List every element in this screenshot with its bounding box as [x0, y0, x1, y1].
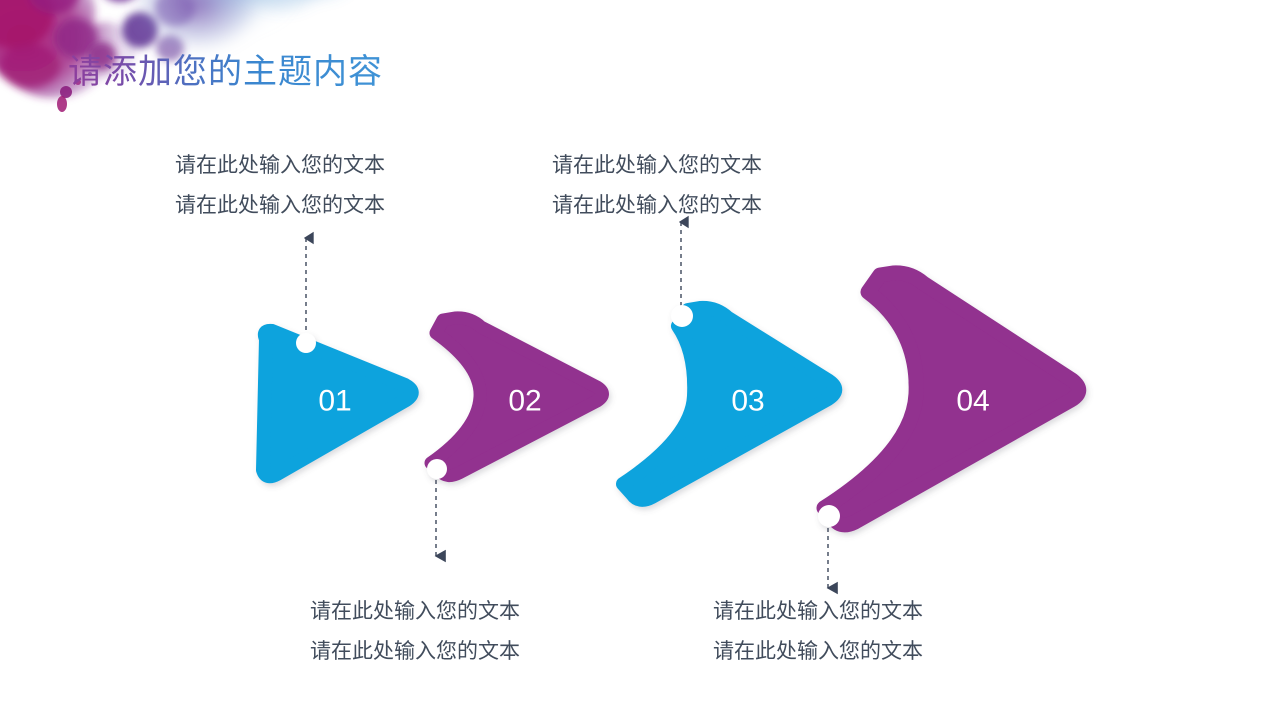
step-number-04: 04 — [956, 385, 989, 418]
step-marker-04 — [818, 505, 840, 527]
step-marker-02 — [427, 459, 447, 479]
step-text-02: 请在此处输入您的文本 请在此处输入您的文本 — [552, 146, 762, 226]
step-number-02: 02 — [508, 385, 541, 418]
step-text-04: 请在此处输入您的文本 请在此处输入您的文本 — [713, 592, 923, 672]
step-text-04-line-1: 请在此处输入您的文本 — [713, 600, 923, 623]
step-arrow-04[interactable]: 04 — [816, 265, 1087, 533]
step-text-03-line-1: 请在此处输入您的文本 — [310, 600, 520, 623]
step-arrow-01[interactable]: 01 — [256, 323, 419, 484]
step-marker-01 — [296, 333, 316, 353]
step-text-03-line-2: 请在此处输入您的文本 — [310, 640, 520, 663]
step-arrow-03[interactable]: 03 — [616, 300, 843, 507]
step-text-01: 请在此处输入您的文本 请在此处输入您的文本 — [175, 146, 385, 226]
step-text-02-line-1: 请在此处输入您的文本 — [552, 154, 762, 177]
step-marker-03 — [671, 305, 693, 327]
step-number-03: 03 — [731, 385, 764, 418]
slide-title: 请添加您的主题内容 — [68, 50, 383, 94]
step-arrow-02[interactable]: 02 — [424, 311, 609, 483]
step-number-01: 01 — [318, 385, 351, 418]
step-text-01-line-1: 请在此处输入您的文本 — [175, 154, 385, 177]
step-text-03: 请在此处输入您的文本 请在此处输入您的文本 — [310, 592, 520, 672]
step-text-04-line-2: 请在此处输入您的文本 — [713, 640, 923, 663]
step-text-02-line-2: 请在此处输入您的文本 — [552, 194, 762, 217]
step-text-01-line-2: 请在此处输入您的文本 — [175, 194, 385, 217]
